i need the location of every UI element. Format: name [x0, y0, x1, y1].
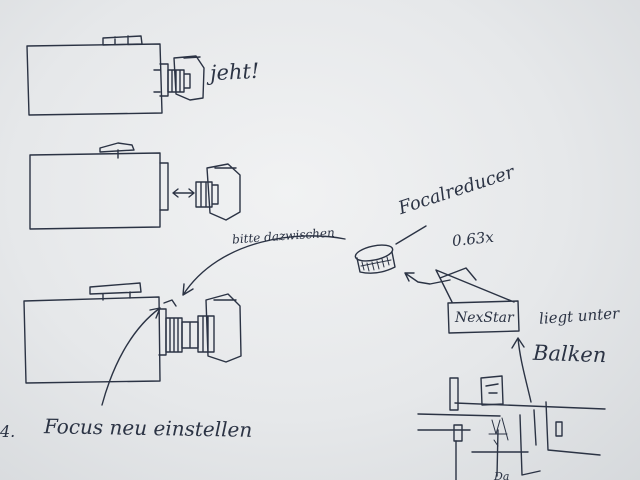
sketch-1-top-handle	[102, 35, 143, 46]
telescope-label: NexStar	[455, 310, 514, 326]
sketch-2-separated-rig	[29, 142, 241, 230]
sketch-2-camera	[195, 163, 241, 221]
sketch-3-rig-with-reducer	[23, 282, 242, 384]
sketch-3-reducer	[165, 317, 183, 353]
nexstar-box	[447, 300, 520, 334]
balken-beam	[417, 402, 606, 417]
cut-off-text: Da	[494, 470, 510, 480]
reducer-pointer-line	[395, 225, 427, 245]
focal-reducer-icon	[354, 244, 396, 274]
sketch-2-top-handle	[99, 142, 135, 159]
sketch-3-adapter	[181, 321, 199, 349]
focus-pointer-arrow	[101, 307, 161, 406]
sketch-3-body	[23, 296, 161, 384]
mount-note-line-2: Balken	[532, 340, 607, 368]
nexstar-scope-tube	[435, 267, 515, 303]
sketch-1-body	[26, 43, 163, 116]
insert-arrow	[182, 235, 346, 296]
sketch-1-assembled-rig	[26, 35, 205, 116]
sketch-2-adapter	[159, 162, 169, 211]
mount-up-arrow	[511, 337, 532, 403]
focus-note: Focus neu einstellen	[43, 414, 253, 442]
sketch-2-body	[29, 152, 161, 230]
mount-figure	[488, 417, 509, 447]
sketch-3-camera	[197, 293, 242, 363]
works-note: jeht!	[209, 58, 260, 86]
step-marker: 4.	[0, 422, 16, 441]
sketch-2-gap-arrow	[172, 188, 195, 198]
mount-parts	[417, 375, 601, 456]
sketch-1-camera	[167, 55, 205, 101]
sketch-3-top-handle	[89, 282, 142, 301]
mount-legs	[455, 414, 541, 480]
reducer-factor: 0.63x	[451, 227, 495, 251]
nexstar-mount-sketch	[404, 267, 606, 480]
nexstar-to-reducer-arrow	[404, 272, 451, 285]
